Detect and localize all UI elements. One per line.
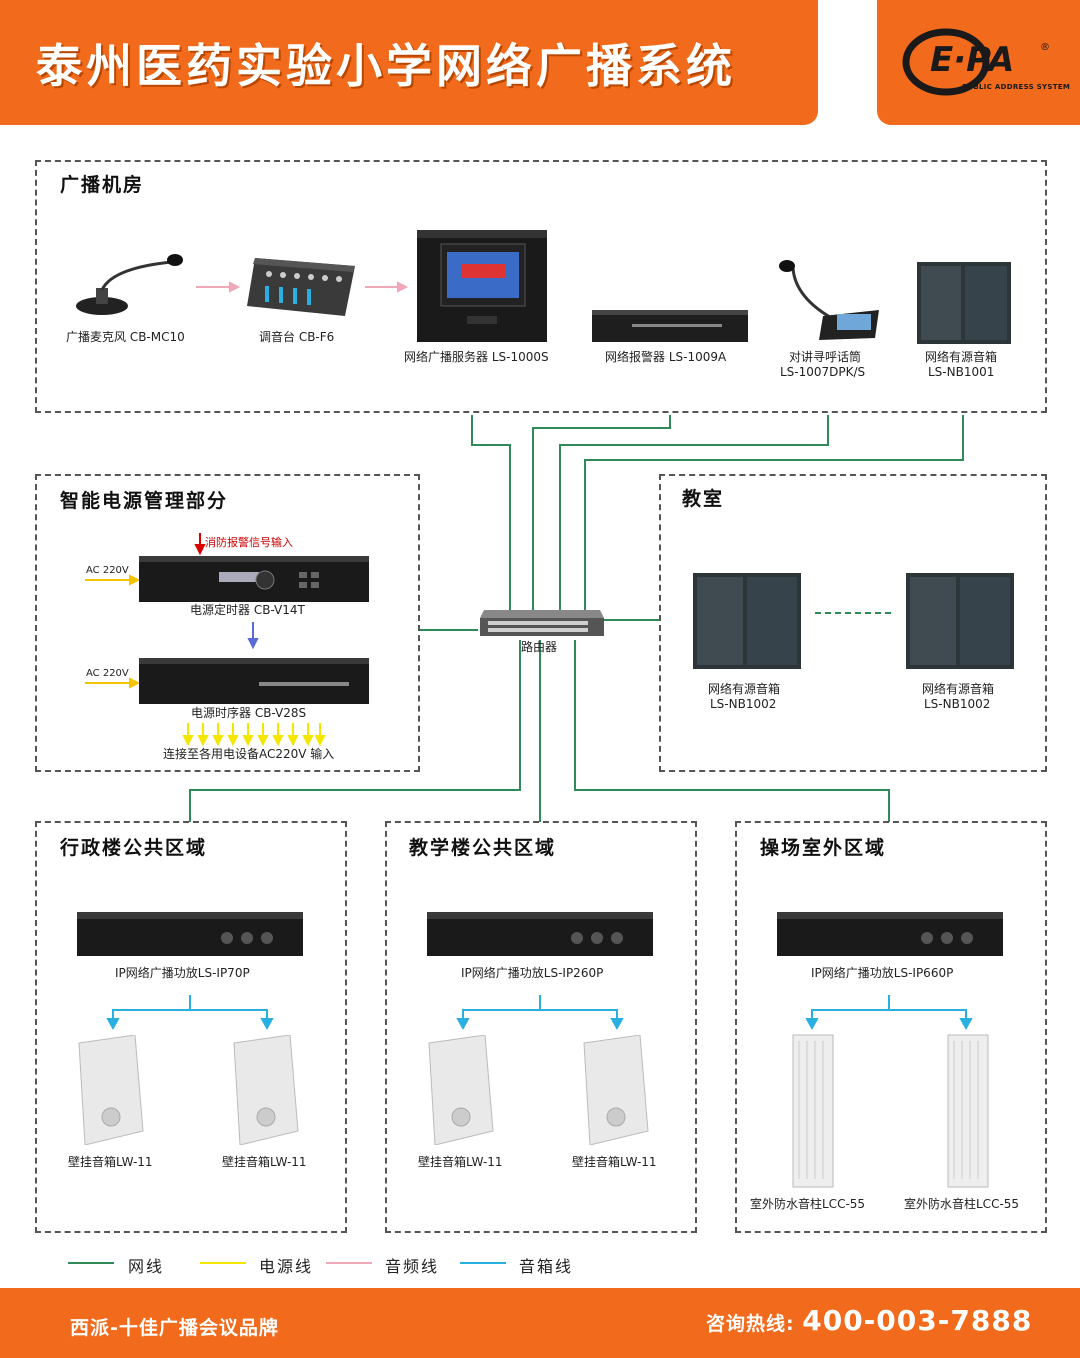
hotline-label: 咨询热线: [706, 1313, 795, 1335]
label-timer: 电源定时器 CB-V14T [190, 603, 305, 617]
section-classroom [659, 474, 1047, 772]
logo-subtitle: PUBLIC ADDRESS SYSTEM [962, 83, 1071, 91]
label-microphone: 广播麦克风 CB-MC10 [66, 330, 185, 344]
server-icon [417, 230, 547, 342]
label-classroom-spk2-b: LS-NB1002 [924, 697, 991, 711]
label-classroom-spk1-a: 网络有源音箱 [708, 682, 781, 696]
logo-text: E·PA [930, 40, 1015, 80]
admin-wall-speaker-1-icon [78, 1035, 144, 1145]
label-teaching-spk2: 壁挂音箱LW-11 [572, 1155, 657, 1169]
section-title-playground: 操场室外区域 [760, 837, 887, 859]
label-playground-spk1: 室外防水音柱LCC-55 [750, 1197, 866, 1211]
label-paging-2: LS-1007DPK/S [780, 365, 866, 379]
classroom-speaker-2-icon [906, 573, 1014, 669]
section-teaching [385, 821, 697, 1233]
logo-box [877, 0, 1080, 125]
registered-mark: ® [1040, 42, 1050, 53]
section-power [35, 474, 420, 772]
teaching-wall-speaker-1-icon [428, 1035, 494, 1145]
title-banner [0, 0, 818, 125]
power-sequencer-icon [139, 658, 369, 704]
alarm-input-label: 消防报警信号输入 [205, 536, 293, 549]
ac-label-2: AC 220V [86, 668, 129, 679]
label-playground-spk2: 室外防水音柱LCC-55 [904, 1197, 1020, 1211]
hotline-number: 400-003-7888 [802, 1304, 1033, 1337]
label-server: 网络广播服务器 LS-1000S [404, 350, 549, 364]
label-classroom-spk2-a: 网络有源音箱 [922, 682, 995, 696]
net-line-admin [189, 640, 521, 822]
alarm-device-icon [592, 310, 748, 342]
section-admin [35, 821, 347, 1233]
label-classroom-spk1-b: LS-NB1002 [710, 697, 777, 711]
legend-swatches [68, 1262, 506, 1264]
admin-amplifier-icon [77, 912, 303, 956]
label-admin-amp: IP网络广播功放LS-IP70P [115, 966, 250, 980]
router-icon [480, 610, 604, 636]
power-timer-icon [139, 556, 369, 602]
label-paging-1: 对讲寻呼话筒 [789, 350, 862, 364]
section-title-control-room: 广播机房 [60, 174, 145, 196]
legend-label-network: 网线 [128, 1257, 165, 1276]
label-admin-spk1: 壁挂音箱LW-11 [68, 1155, 153, 1169]
label-mixer: 调音台 CB-F6 [259, 330, 335, 344]
net-line-speaker [584, 415, 964, 612]
footer-hotline: 咨询热线: 400-003-7888 [706, 1304, 1032, 1337]
label-alarm: 网络报警器 LS-1009A [605, 350, 727, 364]
net-line-paging [559, 415, 829, 612]
label-router: 路由器 [521, 640, 558, 654]
section-title-classroom: 教室 [682, 488, 725, 510]
footer-bar [0, 1288, 1080, 1358]
column-speaker-2-icon [947, 1034, 989, 1188]
label-nb1001-1: 网络有源音箱 [925, 350, 998, 364]
microphone-icon [76, 254, 183, 315]
classroom-speaker-1-icon [693, 573, 801, 669]
label-teaching-amp: IP网络广播功放LS-IP260P [461, 966, 604, 980]
net-line-alarm [532, 415, 671, 612]
ac-label-1: AC 220V [86, 565, 129, 576]
label-power-output: 连接至各用电设备AC220V 输入 [163, 747, 335, 761]
section-title-admin: 行政楼公共区域 [60, 837, 208, 859]
legend-label-speaker: 音箱线 [519, 1257, 574, 1276]
network-speaker-icon [917, 262, 1011, 344]
net-line-server [471, 415, 511, 612]
section-title-power: 智能电源管理部分 [60, 490, 229, 512]
label-nb1001-2: LS-NB1001 [928, 365, 995, 379]
label-sequencer: 电源时序器 CB-V28S [191, 706, 307, 720]
page-title: 泰州医药实验小学网络广播系统 [36, 39, 736, 93]
teaching-amplifier-icon [427, 912, 653, 956]
mixer-icon [247, 258, 355, 316]
label-playground-amp: IP网络广播功放LS-IP660P [811, 966, 954, 980]
footer-brand: 西派-十佳广播会议品牌 [70, 1317, 279, 1339]
section-control-room [35, 160, 1047, 413]
section-playground [735, 821, 1047, 1233]
label-admin-spk2: 壁挂音箱LW-11 [222, 1155, 307, 1169]
label-teaching-spk1: 壁挂音箱LW-11 [418, 1155, 503, 1169]
playground-amplifier-icon [777, 912, 1003, 956]
legend-label-audio: 音频线 [385, 1257, 440, 1276]
column-speaker-1-icon [792, 1034, 834, 1188]
legend-label-power: 电源线 [259, 1257, 314, 1276]
net-line-playground [574, 640, 890, 822]
paging-microphone-icon [779, 260, 879, 340]
section-title-teaching: 教学楼公共区域 [409, 837, 557, 859]
teaching-wall-speaker-2-icon [583, 1035, 649, 1145]
admin-wall-speaker-2-icon [233, 1035, 299, 1145]
brand-logo [902, 28, 990, 96]
